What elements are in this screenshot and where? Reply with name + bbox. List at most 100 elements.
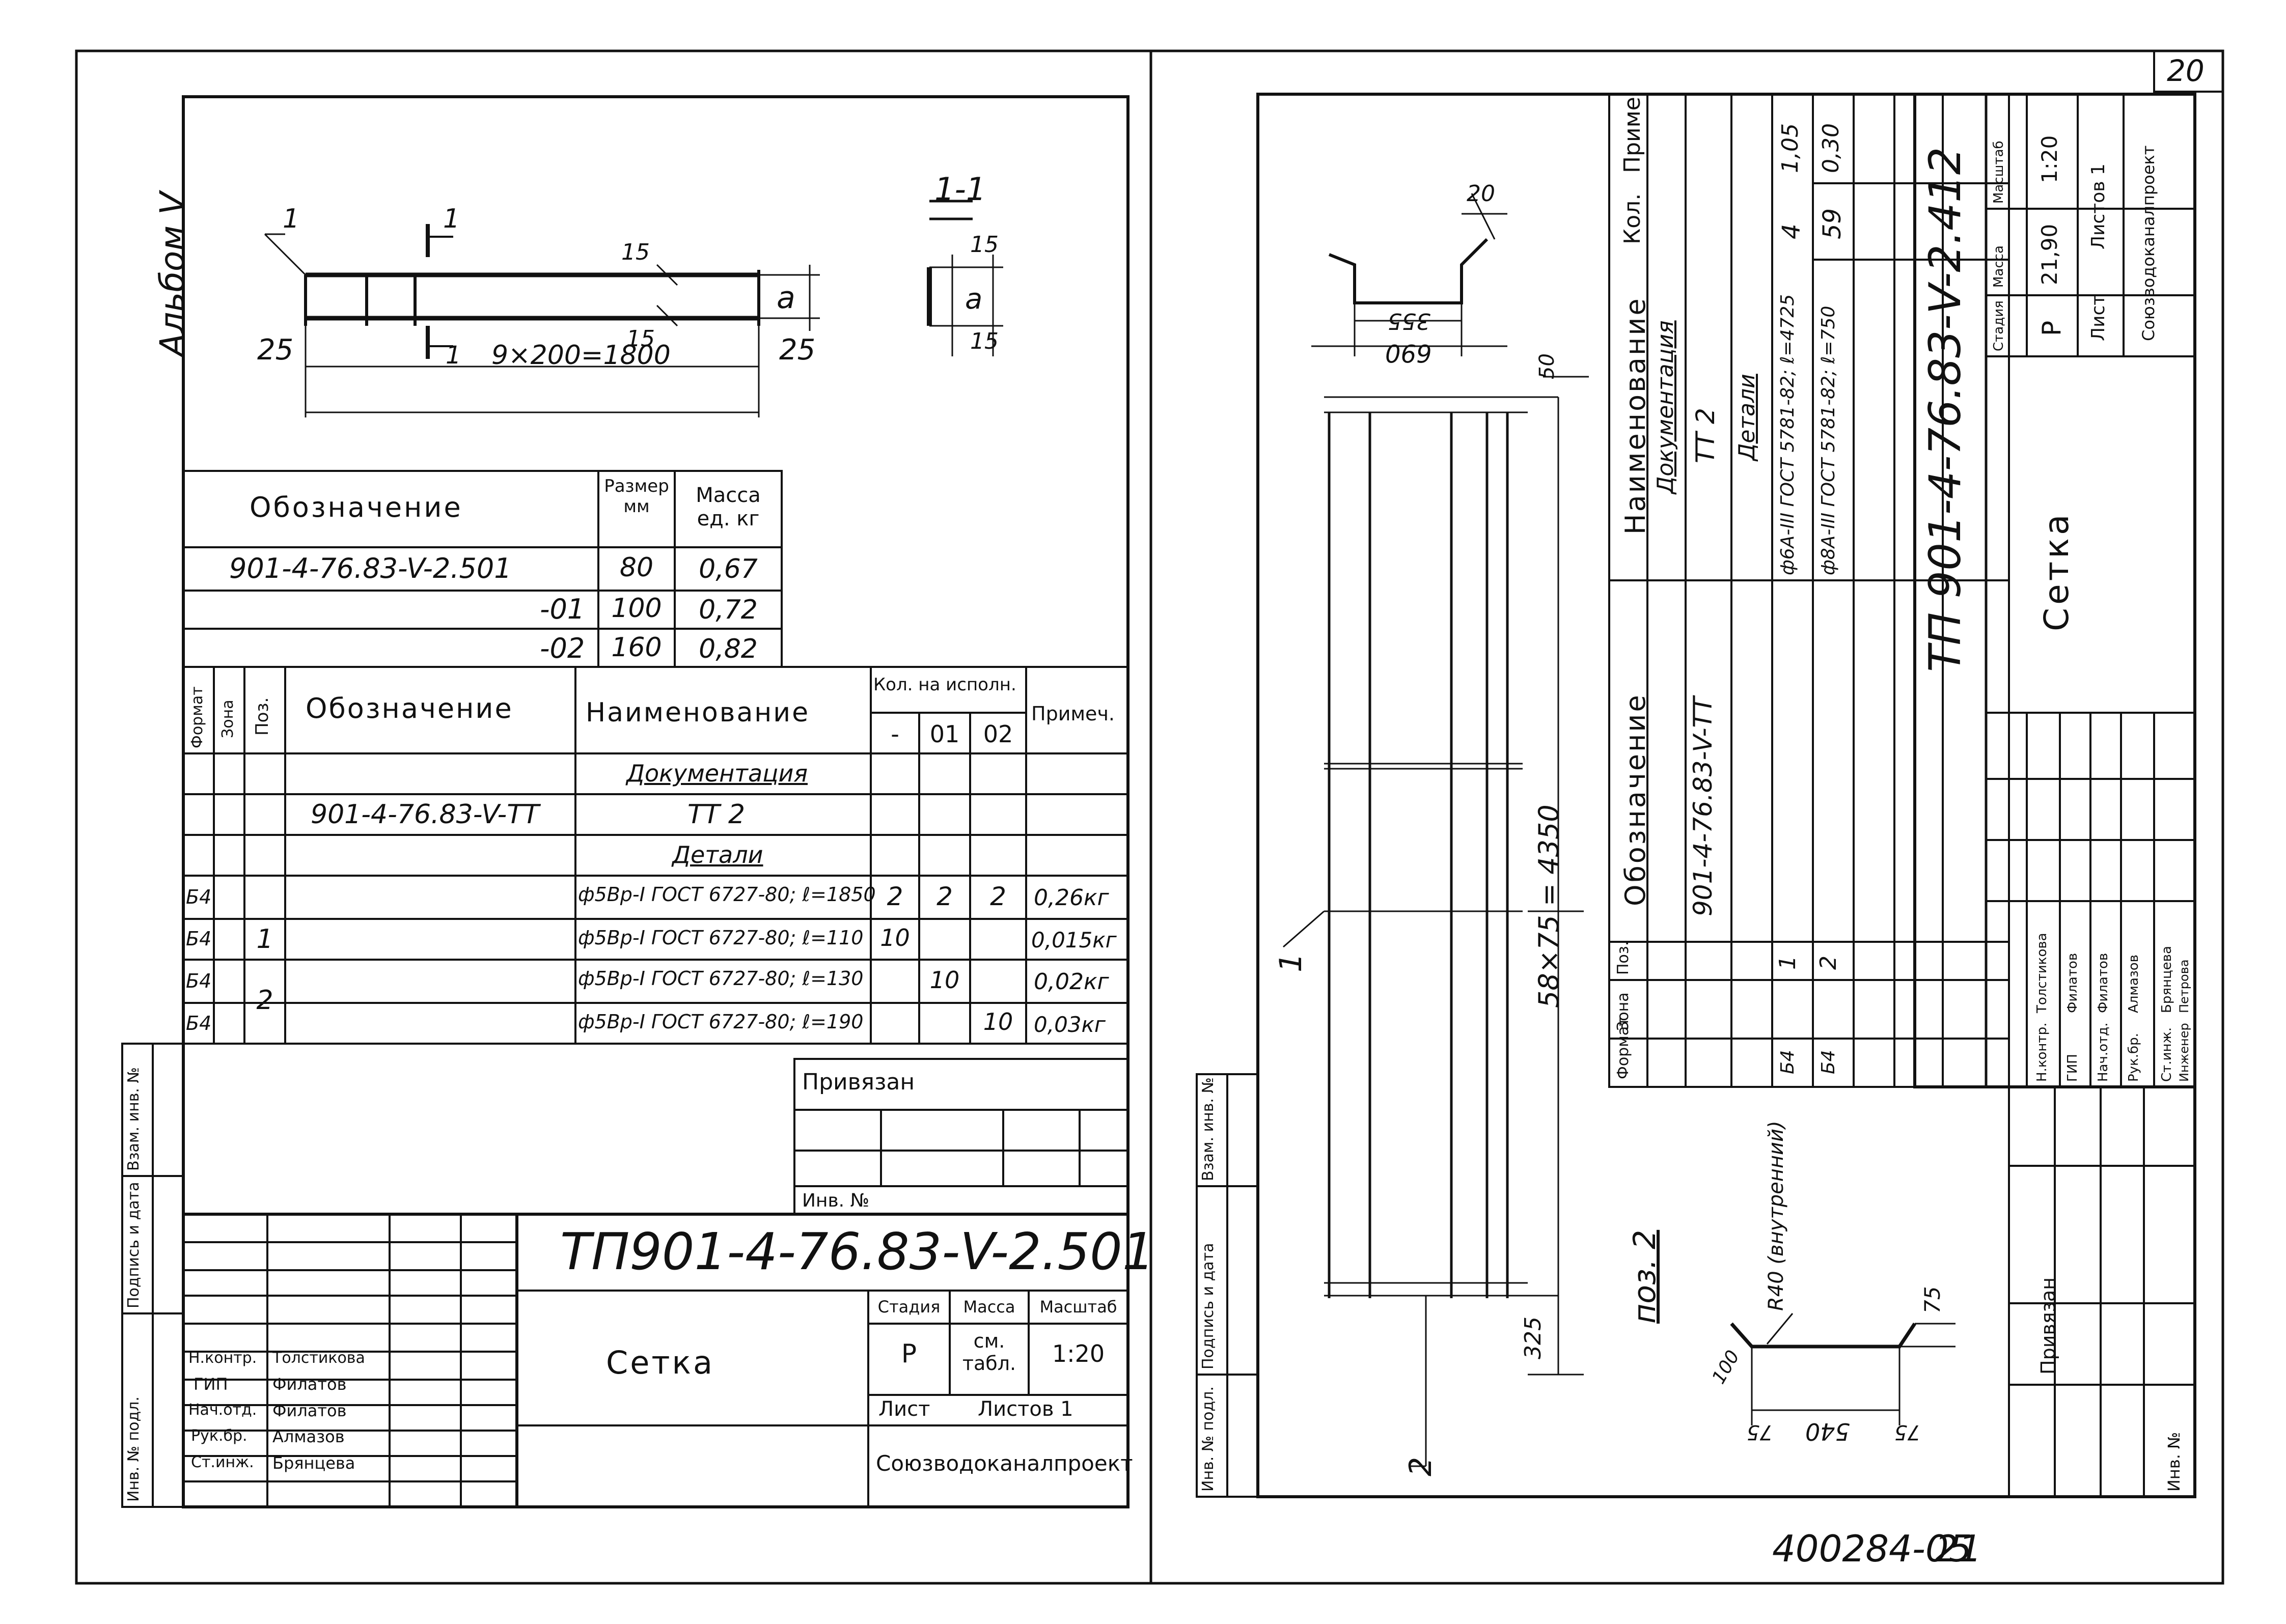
dim-15-top: 15: [621, 239, 650, 265]
left-title-header-scale: Масштаб: [1039, 1297, 1117, 1317]
rspec-row-3-name: ф6А-III ГОСТ 5781-82; ℓ=4725: [1777, 294, 1798, 575]
rspec-row-3-pos: 1: [1775, 956, 1801, 970]
right-person-role-1: ГИП: [2065, 1054, 2080, 1082]
dim-50: 50: [1535, 353, 1559, 379]
right-person-name-1: Филатов: [2065, 953, 2080, 1013]
spec-row-2-name: Детали: [672, 841, 763, 869]
dim-25-right: 25: [779, 333, 816, 367]
right-person-name-2: Филатов: [2096, 953, 2111, 1013]
size-table-header-mass: Масса ед. кг: [696, 484, 761, 530]
left-title-sheets-label: Листов 1: [978, 1397, 1073, 1421]
section-a: a: [965, 283, 983, 316]
right-title-header-scale: Масштаб: [1991, 141, 2006, 204]
left-title-header-stage: Стадия: [877, 1297, 941, 1317]
dim-main-span: 58×75 = 4350: [1533, 804, 1565, 1008]
size-row-2-mass: 0,82: [699, 634, 758, 664]
section-15-bottom: 15: [970, 328, 999, 354]
left-person-name-4: Брянцева: [272, 1453, 355, 1473]
right-side-vzam-inv: Взам. инв. №: [1199, 1077, 1217, 1181]
size-row-1-mass: 0,72: [699, 595, 758, 625]
right-person-name-5: Петрова: [2177, 959, 2191, 1013]
size-row-0-size: 80: [619, 552, 654, 583]
rspec-row-3-format: Б4: [1777, 1050, 1798, 1074]
right-inv-no-label: Инв. №: [2164, 1432, 2184, 1492]
left-side-vzam-inv: Взам. инв. №: [125, 1067, 143, 1171]
left-inv-no-label: Инв. №: [802, 1190, 870, 1211]
right-person-role-3: Рук.бр.: [2126, 1033, 2141, 1082]
left-title-stage-value: Р: [901, 1339, 917, 1368]
left-title-scale-value: 1:20: [1052, 1340, 1105, 1367]
left-person-name-0: Толстикова: [272, 1349, 365, 1367]
spec-header-qty-01: 01: [929, 720, 960, 748]
right-person-name-4: Брянцева: [2159, 946, 2174, 1013]
size-row-0-mass: 0,67: [699, 554, 758, 584]
spec-header-format: Формат: [188, 686, 206, 748]
left-title-mass-value: см. табл.: [962, 1330, 1016, 1375]
left-person-role-4: Ст.инж.: [191, 1453, 254, 1471]
size-row-2-size: 160: [611, 632, 662, 663]
right-privyazan-label: Привязан: [2037, 1277, 2059, 1375]
left-title-name: Сетка: [606, 1344, 714, 1381]
rspec-header-name: Наименование: [1619, 296, 1651, 535]
left-side-signature-date: Подпись и дата: [125, 1182, 143, 1309]
rspec-row-0-name: Документация: [1652, 320, 1678, 494]
spec-row-4-name: ф5Вр-I ГОСТ 6727-80; ℓ=110: [578, 927, 864, 949]
left-title-sheet-label: Лист: [878, 1397, 930, 1421]
rspec-header-designation: Обозначение: [1619, 693, 1651, 906]
right-title-header-stage: Стадия: [1991, 300, 2006, 351]
spec-header-zone: Зона: [219, 699, 237, 738]
left-title-header-mass: Масса: [963, 1297, 1015, 1317]
size-row-1-designation: -01: [540, 593, 585, 625]
pos2-radius: R40 (внутренний): [1765, 1121, 1788, 1311]
spec-header-qty-02: 02: [983, 720, 1013, 748]
left-privyazan-label: Привязан: [802, 1069, 915, 1095]
rspec-row-1-designation: 901-4-76.83-V-ТТ: [1688, 696, 1718, 916]
right-title-header-mass: Масса: [1991, 245, 2006, 288]
spec-row-1-designation: 901-4-76.83-V-ТТ: [311, 799, 539, 830]
section-15-top: 15: [970, 232, 999, 258]
cut-label-top: 1: [443, 204, 460, 234]
spec-row-3-q1: 2: [937, 882, 953, 911]
spec-row-3-name: ф5Вр-I ГОСТ 6727-80; ℓ=1850: [578, 883, 876, 906]
spec-row-4-pos: 1: [256, 924, 273, 955]
right-person-name-3: Алмазов: [2126, 954, 2141, 1013]
footer-page-number: 21: [1935, 1527, 1982, 1570]
dim-25-left: 25: [257, 333, 294, 367]
spec-row-1-name: ТТ 2: [687, 799, 746, 830]
rspec-row-2-name: Детали: [1734, 374, 1760, 461]
left-person-role-3: Рук.бр.: [191, 1427, 247, 1445]
dim-325: 325: [1520, 1317, 1546, 1359]
mark-1: 1: [283, 204, 300, 234]
right-title-code: ТП 901-4-76.83-V-2.412: [1920, 147, 1971, 672]
spec-row-3-note: 0,26кг: [1034, 885, 1109, 911]
left-person-name-1: Филатов: [272, 1375, 347, 1394]
mark-bar-2: 2: [1403, 1457, 1439, 1476]
album-label: Альбом V: [153, 191, 192, 356]
left-person-role-2: Нач.отд.: [188, 1401, 257, 1419]
left-person-role-0: Н.контр.: [188, 1349, 257, 1367]
right-person-role-0: Н.контр.: [2034, 1022, 2050, 1082]
footer-inventory-number: 400284-05: [1772, 1527, 1972, 1570]
right-title-mass-value: 21,90: [2037, 223, 2062, 285]
spec-row-5-q1: 10: [929, 966, 960, 994]
rspec-row-3-note: 1,05: [1777, 123, 1803, 173]
dim-span: 9×200=1800: [491, 340, 671, 371]
spec-row-6-pos: 2: [256, 985, 273, 1016]
dim-20: 20: [1467, 181, 1495, 207]
pos2-75a: 75: [1747, 1420, 1773, 1444]
dim-15-bottom: 15: [626, 326, 655, 352]
right-side-inv-podl: Инв. № подл.: [1199, 1386, 1217, 1492]
rspec-row-4-name: ф8А-III ГОСТ 5781-82; ℓ=750: [1818, 305, 1839, 575]
pos2-540: 540: [1805, 1418, 1850, 1445]
rspec-header-note: Приме: [1619, 97, 1645, 173]
spec-row-3-q2: 2: [990, 882, 1006, 911]
size-row-1-size: 100: [611, 593, 662, 624]
spec-header-note: Примеч.: [1031, 703, 1115, 725]
spec-row-4-q0: 10: [880, 924, 910, 951]
right-person-role-4: Ст.инж.: [2159, 1027, 2174, 1082]
rspec-row-1-name: ТТ 2: [1691, 408, 1720, 463]
sheet-number: 20: [2167, 53, 2205, 88]
right-title-org: Союзводоканалпроект: [2139, 145, 2158, 341]
right-person-role-5: Инженер: [2177, 1023, 2191, 1082]
rspec-header-pos: Поз.: [1614, 941, 1632, 975]
